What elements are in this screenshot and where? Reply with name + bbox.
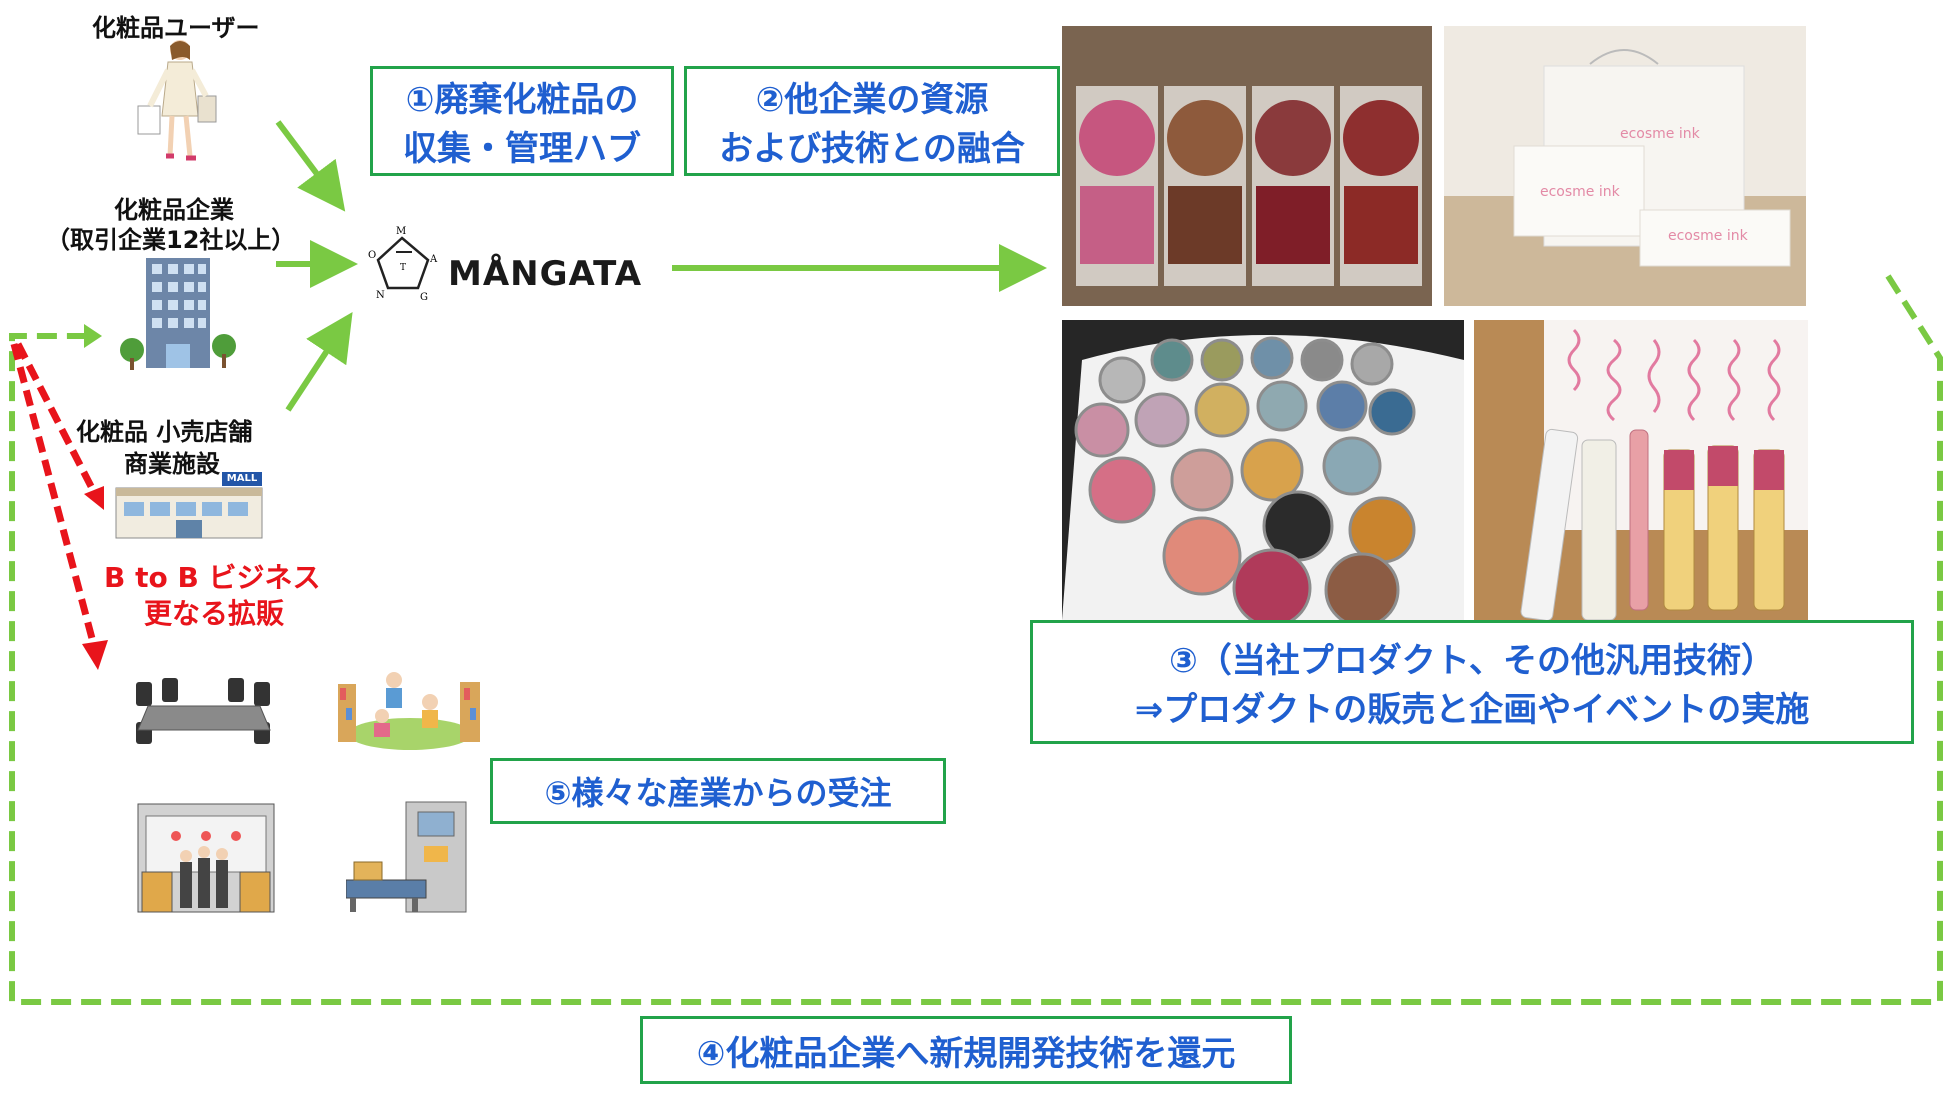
btob-arrow-retail [14,342,100,498]
box3-line2: ⇒プロダクトの販売と企画やイベントの実施 [1134,690,1810,730]
user-label: 化粧品ユーザー [92,14,260,42]
box-products-events: ③（当社プロダクト、その他汎用技術） ⇒プロダクトの販売と企画やイベントの実施 [1030,620,1914,744]
ecosme-ink-label-bag: ecosme ink [1620,126,1700,142]
box2-line2: および技術との融合 [719,129,1025,169]
box3-line1: ③（当社プロダクト、その他汎用技術） [1168,641,1776,681]
company-label-1: 化粧品企業 [114,196,234,224]
mall-building-icon: MALL [114,472,264,540]
arrow-user-to-hub [275,120,346,212]
logo-letter-n: N [376,290,385,301]
company-label-2: （取引企業12社以上） [46,226,296,254]
return-loop-arrowhead [84,324,102,348]
ecosme-ink-label-case: ecosme ink [1668,228,1748,244]
office-building-icon [120,258,236,370]
retail-label-1: 化粧品 小売店舗 [76,418,253,446]
box4-text: ④化粧品企業へ新規開発技術を還元 [696,1033,1236,1074]
retail-label-2: 商業施設 [124,450,220,478]
ink-markers-photo [1474,320,1808,620]
btob-label-2: 更なる拡販 [144,597,285,630]
box-collection-hub: ①廃棄化粧品の 収集・管理ハブ [370,66,674,176]
factory-conveyor-icon [346,801,467,913]
exhibition-booth-icon [137,803,275,913]
box-fusion: ②他企業の資源 および技術との融合 [684,66,1060,176]
btob-arrow-retail-head [84,486,104,510]
box1-line1: ①廃棄化粧品の [405,80,639,120]
box-orders: ⑤様々な産業からの受注 [490,758,946,824]
btob-label-1: B to B ビジネス [104,561,321,594]
return-loop-line [9,274,1943,1005]
logo-letter-t: T [400,263,406,273]
fabric-swatches-photo [1062,26,1432,306]
logo-letter-a: A [429,254,438,265]
kids-playroom-icon [338,672,480,750]
box-return-tech: ④化粧品企業へ新規開発技術を還元 [640,1016,1292,1084]
ecosme-ink-packaging-photo: ecosme ink ecosme ink ecosme ink [1444,26,1806,306]
mangata-brand: MÅNGATA [448,254,643,294]
arrow-retail-to-hub [285,311,353,412]
btob-arrow-industries-head [82,640,108,670]
pigment-tins-photo [1062,320,1464,620]
mangata-logo-mark: M A O T N G [368,226,438,302]
shopper-woman-icon [137,40,217,161]
meeting-room-icon [136,678,271,744]
mall-sign: MALL [222,472,262,486]
box5-text: ⑤様々な産業からの受注 [544,774,892,812]
box2-line1: ②他企業の資源 [755,80,989,120]
ecosme-ink-label-box: ecosme ink [1540,184,1620,200]
logo-letter-g: G [420,292,428,302]
logo-letter-o: O [368,250,376,261]
btob-arrow-industries [10,343,98,647]
box1-line2: 収集・管理ハブ [403,129,641,169]
logo-letter-m: M [396,226,406,237]
